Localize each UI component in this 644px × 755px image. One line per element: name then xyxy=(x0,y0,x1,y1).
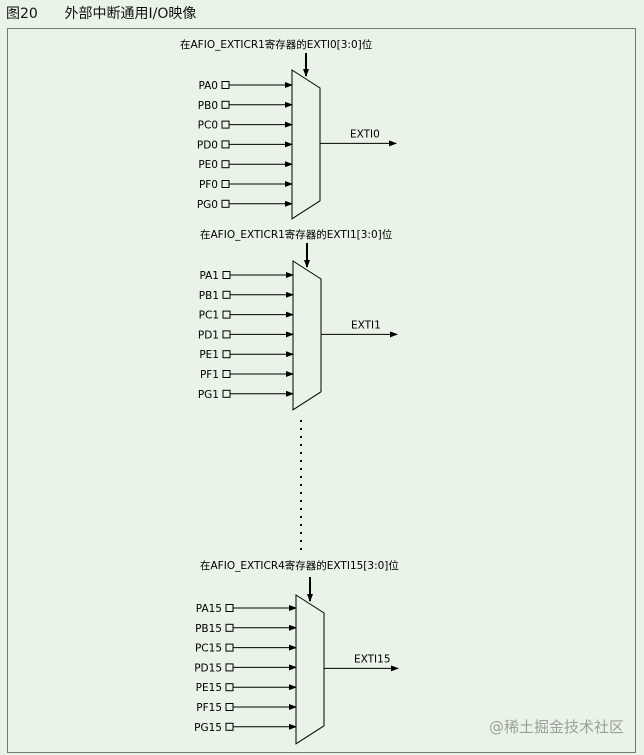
mux-2-input-pin xyxy=(225,663,234,672)
mux-2-input-pin xyxy=(225,722,234,731)
mux-2-input-pin xyxy=(225,703,234,711)
mux-1-input-pin xyxy=(222,310,231,319)
mux-1-title: 在AFIO_EXTICR1寄存器的EXTI1[3:0]位 xyxy=(200,228,393,241)
mux-0-input-label: PF0 xyxy=(199,179,218,191)
mux-0-input-label: PE0 xyxy=(198,159,218,171)
mux-1-input-pin xyxy=(222,389,231,398)
mux-1-input-pin xyxy=(222,290,231,299)
mux-1-input-label: PA1 xyxy=(199,270,219,282)
mux-2-input-label: PG15 xyxy=(194,722,222,734)
mux-1-input-label: PG1 xyxy=(198,389,219,401)
mux-2-output-label: EXTI15 xyxy=(354,653,391,665)
mux-0-input-pin xyxy=(221,100,230,109)
mux-0-input-pin xyxy=(221,120,230,129)
mux-2-input-label: PA15 xyxy=(196,603,222,615)
mux-0-input-pin xyxy=(221,160,230,169)
mux-1-input-label: PE1 xyxy=(199,349,219,361)
mux-1-input-label: PF1 xyxy=(200,369,219,381)
mux-0-input-label: PD0 xyxy=(197,139,218,151)
mux-2-multiplexer xyxy=(295,594,325,745)
mux-2-input-label: PB15 xyxy=(195,623,222,635)
mux-2-input-pin xyxy=(225,623,234,632)
mux-2-input-label: PC15 xyxy=(195,643,222,655)
mux-0-input-label: PA0 xyxy=(198,80,218,92)
mux-0-input-pin xyxy=(221,81,230,89)
mux-0-input-pin xyxy=(221,199,230,208)
mux-1-input-pin xyxy=(222,350,231,359)
mux-1-input-label: PD1 xyxy=(198,329,219,341)
mux-2-input-label: PE15 xyxy=(196,682,222,694)
mux-1-input-pin xyxy=(222,370,231,378)
figure-caption: 图20 外部中断通用I/O映像 xyxy=(6,6,197,22)
mux-0-input-pin xyxy=(221,140,230,149)
mux-0-input-pin xyxy=(221,180,230,188)
mux-1-input-pin xyxy=(222,330,231,339)
mux-2-title: 在AFIO_EXTICR4寄存器的EXTI15[3:0]位 xyxy=(200,559,399,572)
mux-2-input-pin xyxy=(225,643,234,652)
mux-1-input-label: PC1 xyxy=(199,310,219,322)
mux-1-multiplexer xyxy=(292,260,322,411)
mux-2-input-pin xyxy=(225,683,234,692)
mux-0-multiplexer xyxy=(291,69,321,220)
mux-0-output-label: EXTI0 xyxy=(350,128,380,140)
watermark-text: @稀土掘金技术社区 xyxy=(488,718,624,736)
mux-2-input-label: PF15 xyxy=(196,702,222,714)
mux-0-input-label: PB0 xyxy=(198,100,218,112)
mux-0-title: 在AFIO_EXTICR1寄存器的EXTI0[3:0]位 xyxy=(180,38,373,51)
mux-2-input-label: PD15 xyxy=(194,662,222,674)
mux-0-input-label: PC0 xyxy=(198,120,218,132)
mux-1-output-label: EXTI1 xyxy=(351,319,381,331)
mux-1-input-pin xyxy=(222,271,231,279)
mux-1-input-label: PB1 xyxy=(199,290,219,302)
mux-0-input-label: PG0 xyxy=(197,199,218,211)
mux-2-input-pin xyxy=(225,604,234,612)
exti-mapping-diagram: 在AFIO_EXTICR1寄存器的EXTI0[3:0]位 PA0PB0PC0PD0… xyxy=(180,38,399,745)
